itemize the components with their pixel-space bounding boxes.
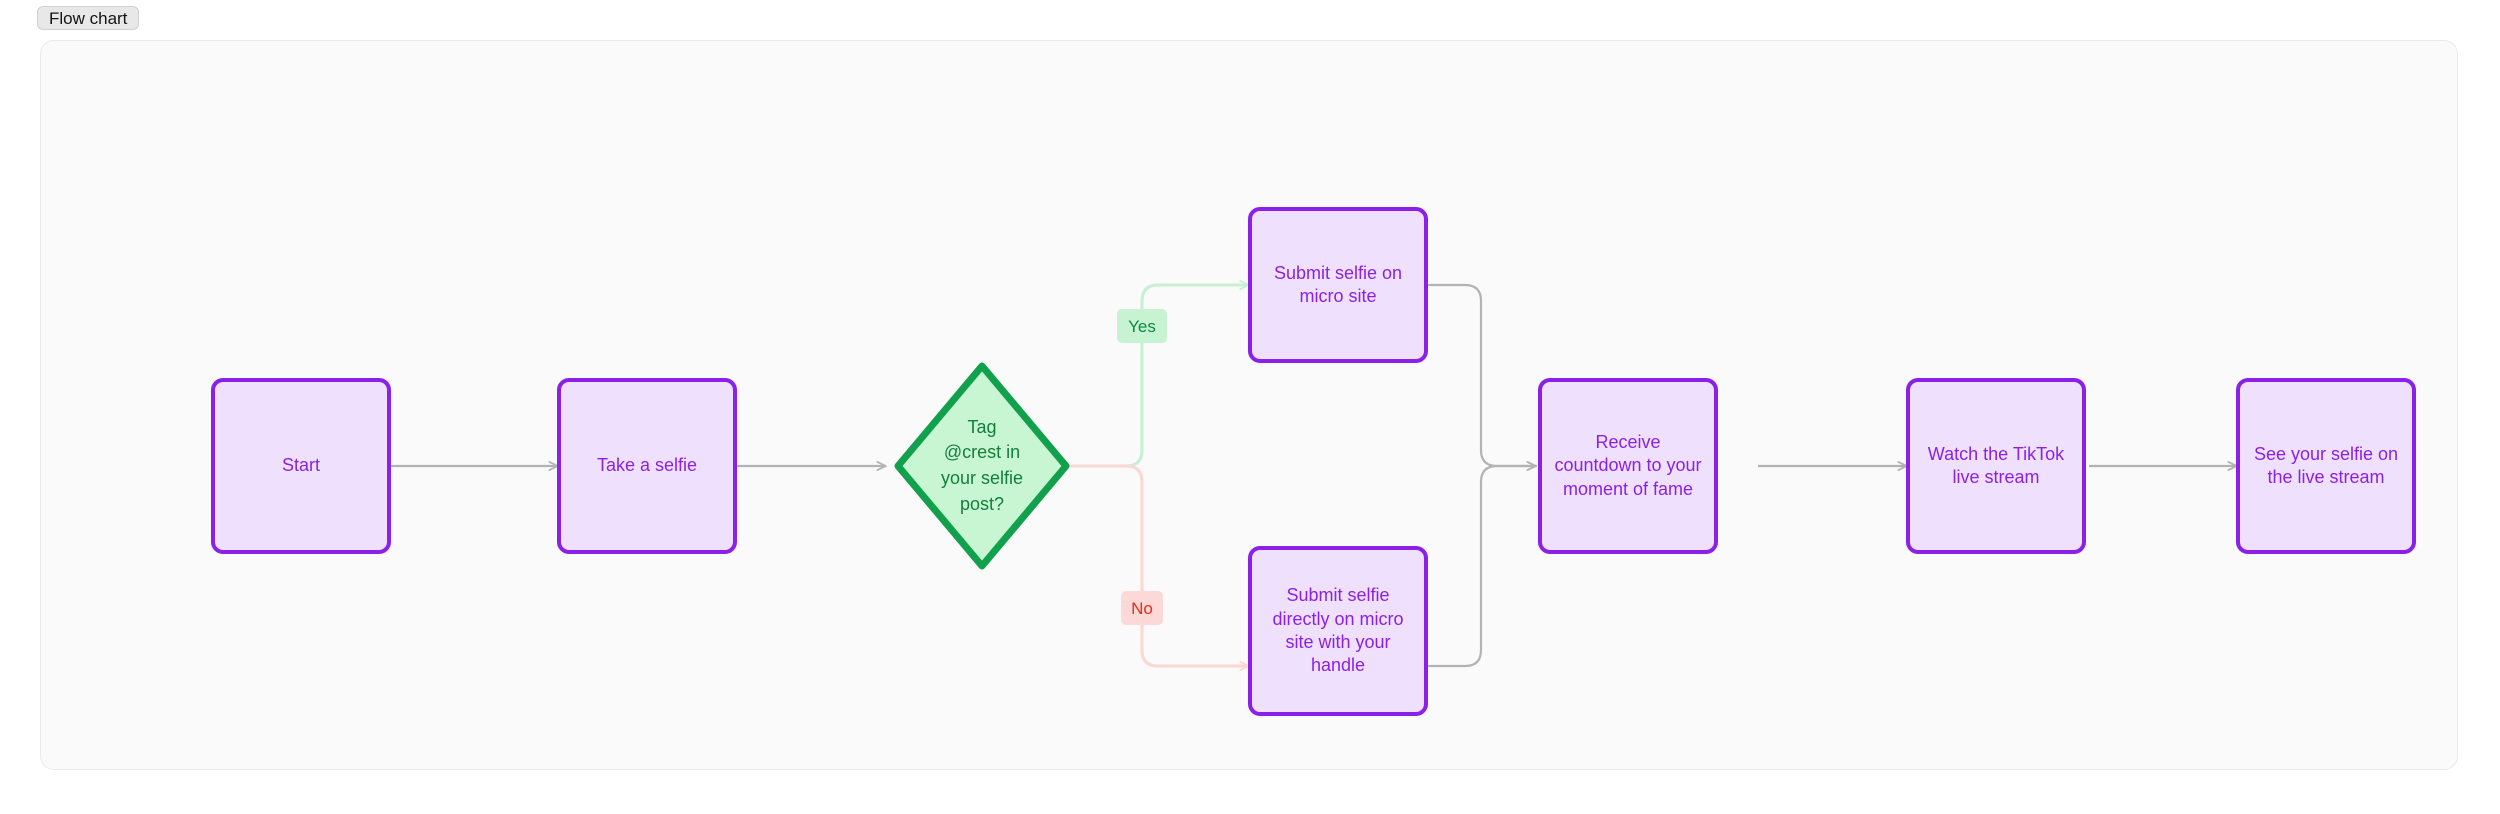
node-decision-tag-crest[interactable]: Tag @crest in your selfie post?: [893, 361, 1071, 571]
edge-submit-no-to-countdown: [1427, 461, 1538, 668]
edge-decision-to-submit-yes: [1069, 280, 1251, 468]
node-watch-tiktok-live-stream-label: Watch the TikTok live stream: [1927, 443, 2065, 487]
flow-chart-tab-label: Flow chart: [49, 8, 128, 28]
flow-chart-canvas[interactable]: Start Take a selfie Tag @crest in your s…: [40, 40, 2458, 770]
edge-submit-yes-to-countdown: [1427, 283, 1538, 471]
edge-label-no: No: [1121, 591, 1163, 625]
edge-label-yes: Yes: [1117, 309, 1167, 343]
node-submit-selfie-micro-site-label: Submit selfie on micro site: [1273, 262, 1403, 306]
node-submit-selfie-micro-site[interactable]: Submit selfie on micro site: [1248, 207, 1428, 363]
edge-label-yes-text: Yes: [1128, 316, 1156, 336]
edge-layer: [391, 280, 2238, 671]
diamond-shape: [894, 362, 1070, 570]
node-start[interactable]: Start: [211, 378, 391, 554]
node-take-a-selfie-label: Take a selfie: [596, 455, 698, 476]
node-submit-selfie-directly[interactable]: Submit selfie directly on micro site wit…: [1248, 546, 1428, 716]
node-watch-tiktok-live-stream[interactable]: Watch the TikTok live stream: [1906, 378, 2086, 554]
edge-decision-to-submit-no: [1069, 464, 1251, 671]
node-see-your-selfie[interactable]: See your selfie on the live stream: [2236, 378, 2416, 554]
flow-chart-tab[interactable]: Flow chart: [37, 6, 140, 30]
node-take-a-selfie[interactable]: Take a selfie: [557, 378, 737, 554]
node-start-label: Start: [281, 455, 320, 476]
node-receive-countdown-label: Receive countdown to your moment of fame: [1554, 431, 1702, 499]
node-see-your-selfie-label: See your selfie on the live stream: [2253, 443, 2399, 487]
node-receive-countdown[interactable]: Receive countdown to your moment of fame: [1538, 378, 1718, 554]
edge-label-no-text: No: [1131, 598, 1153, 618]
node-submit-selfie-directly-label: Submit selfie directly on micro site wit…: [1272, 585, 1404, 676]
